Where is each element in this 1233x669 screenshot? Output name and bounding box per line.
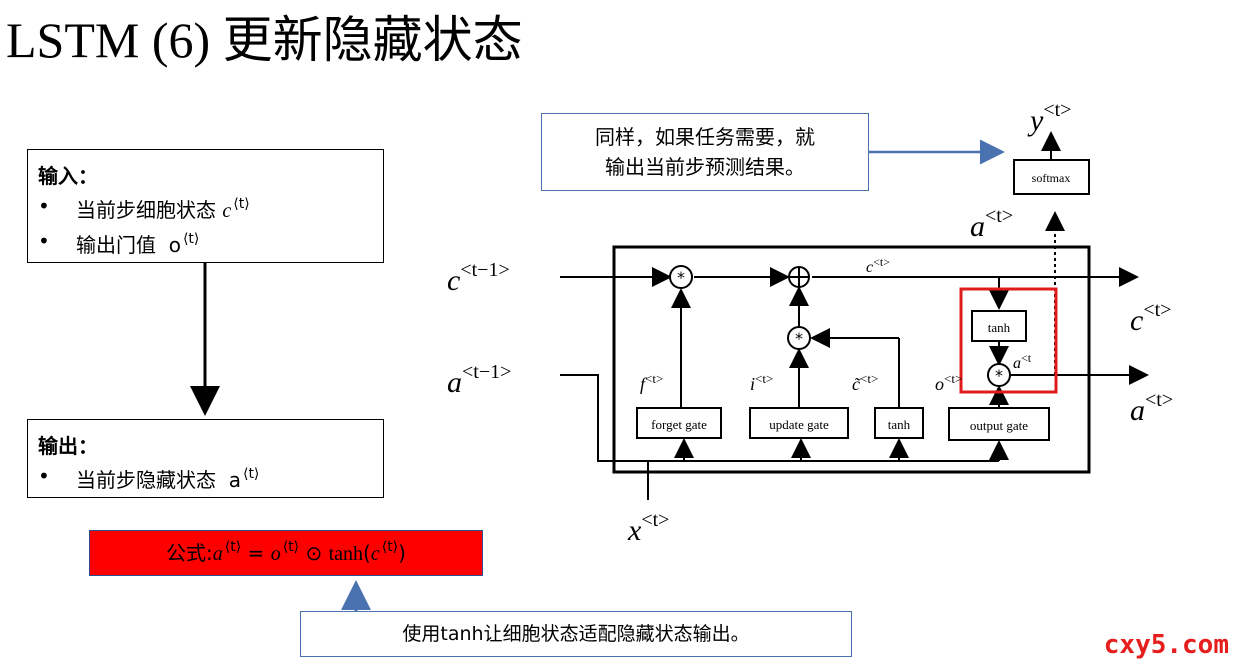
- svg-text:output gate: output gate: [970, 418, 1028, 433]
- bullet-icon: •: [38, 194, 50, 218]
- label-y: y<t>: [1027, 99, 1071, 137]
- formula-box: 公式:a⟨t⟩ = o⟨t⟩ ⊙ tanh(c⟨t⟩): [89, 530, 483, 576]
- svg-text:update gate: update gate: [769, 417, 829, 432]
- output-box: 输出： • 当前步隐藏状态 a⟨t⟩: [27, 419, 384, 498]
- output-heading: 输出：: [38, 434, 98, 458]
- label-x: x<t>: [627, 509, 669, 547]
- svg-text:tanh: tanh: [888, 417, 911, 432]
- label-c-out: c<t>: [1130, 299, 1171, 337]
- label-c-tilde: c̃<t>: [852, 371, 878, 394]
- label-o: o<t>: [935, 371, 962, 394]
- label-c-mid: c<t>: [866, 255, 890, 276]
- output-gate-box: [948, 407, 1050, 441]
- svg-text:softmax: softmax: [1032, 171, 1071, 185]
- svg-text:*: *: [677, 268, 685, 287]
- label-c-prev: c<t−1>: [447, 259, 510, 297]
- lstm-cell-frame: [612, 245, 1091, 474]
- bullet-icon: •: [38, 229, 50, 253]
- tanh-c-box: [971, 310, 1027, 342]
- page-title: LSTM (6) 更新隐藏状态: [6, 12, 523, 68]
- softmax-box: [1013, 159, 1090, 195]
- label-f: f<t>: [640, 371, 663, 394]
- svg-text:*: *: [795, 329, 803, 348]
- label-a-prev: a<t−1>: [447, 361, 511, 399]
- label-i: i<t>: [750, 371, 773, 394]
- bullet-icon: •: [38, 464, 50, 488]
- label-a-inner: a<t: [1013, 351, 1032, 372]
- watermark: cxy5.com: [1103, 630, 1229, 660]
- svg-text:forget gate: forget gate: [651, 417, 707, 432]
- label-a-out: a<t>: [1130, 389, 1173, 427]
- label-a-top: a<t>: [970, 205, 1013, 243]
- forget-gate-box: [636, 407, 722, 439]
- note-prediction: 同样，如果任务需要，就 输出当前步预测结果。: [541, 113, 869, 191]
- svg-text:*: *: [995, 366, 1003, 385]
- input-heading: 输入：: [38, 164, 98, 188]
- input-box: 输入： • 当前步细胞状态 c⟨t⟩ • 输出门值 o⟨t⟩: [27, 149, 384, 263]
- svg-text:tanh: tanh: [988, 320, 1011, 335]
- highlight-box: [959, 287, 1058, 394]
- note-tanh: 使用tanh让细胞状态适配隐藏状态输出。: [300, 611, 852, 657]
